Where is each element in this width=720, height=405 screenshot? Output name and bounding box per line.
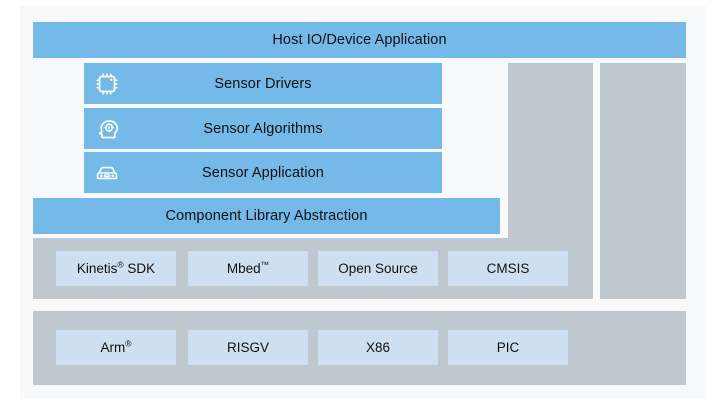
host-io-device-application-bar[interactable]: Host IO/Device Application — [33, 22, 686, 58]
car-icon — [94, 160, 120, 186]
sensor-drivers-bar[interactable]: Sensor Drivers — [84, 63, 442, 104]
gray-panel-right-column — [600, 63, 686, 299]
sensor-algorithms-bar[interactable]: Sensor Algorithms — [84, 108, 442, 149]
chip-kinetis-sdk-label: Kinetis® SDK — [76, 259, 156, 276]
sensor-algorithms-label: Sensor Algorithms — [203, 120, 323, 137]
chip-open-source-label: Open Source — [338, 261, 418, 276]
chip-mbed-label: Mbed™ — [226, 259, 270, 276]
chip-mbed[interactable]: Mbed™ — [188, 251, 308, 286]
sensor-drivers-label: Sensor Drivers — [214, 75, 312, 92]
chip-arm[interactable]: Arm® — [56, 330, 176, 365]
head-gear-icon — [94, 116, 120, 142]
chip-x86[interactable]: X86 — [318, 330, 438, 365]
chip-pic[interactable]: PIC — [448, 330, 568, 365]
chip-kinetis-sdk[interactable]: Kinetis® SDK — [56, 251, 176, 286]
chip-arm-label: Arm® — [100, 338, 132, 355]
chip-pic-label: PIC — [496, 340, 520, 355]
chip-icon — [94, 71, 120, 97]
chip-cmsis[interactable]: CMSIS — [448, 251, 568, 286]
chip-cmsis-label: CMSIS — [486, 261, 530, 276]
chip-open-source[interactable]: Open Source — [318, 251, 438, 286]
component-library-abstraction-label: Component Library Abstraction — [165, 208, 368, 224]
component-library-abstraction-bar[interactable]: Component Library Abstraction — [33, 198, 500, 234]
chip-x86-label: X86 — [365, 340, 391, 355]
sensor-application-bar[interactable]: Sensor Application — [84, 152, 442, 193]
chip-risgv-label: RISGV — [226, 340, 269, 355]
sensor-application-label: Sensor Application — [202, 164, 324, 181]
host-io-device-application-label: Host IO/Device Application — [272, 32, 447, 48]
chip-risgv[interactable]: RISGV — [188, 330, 308, 365]
